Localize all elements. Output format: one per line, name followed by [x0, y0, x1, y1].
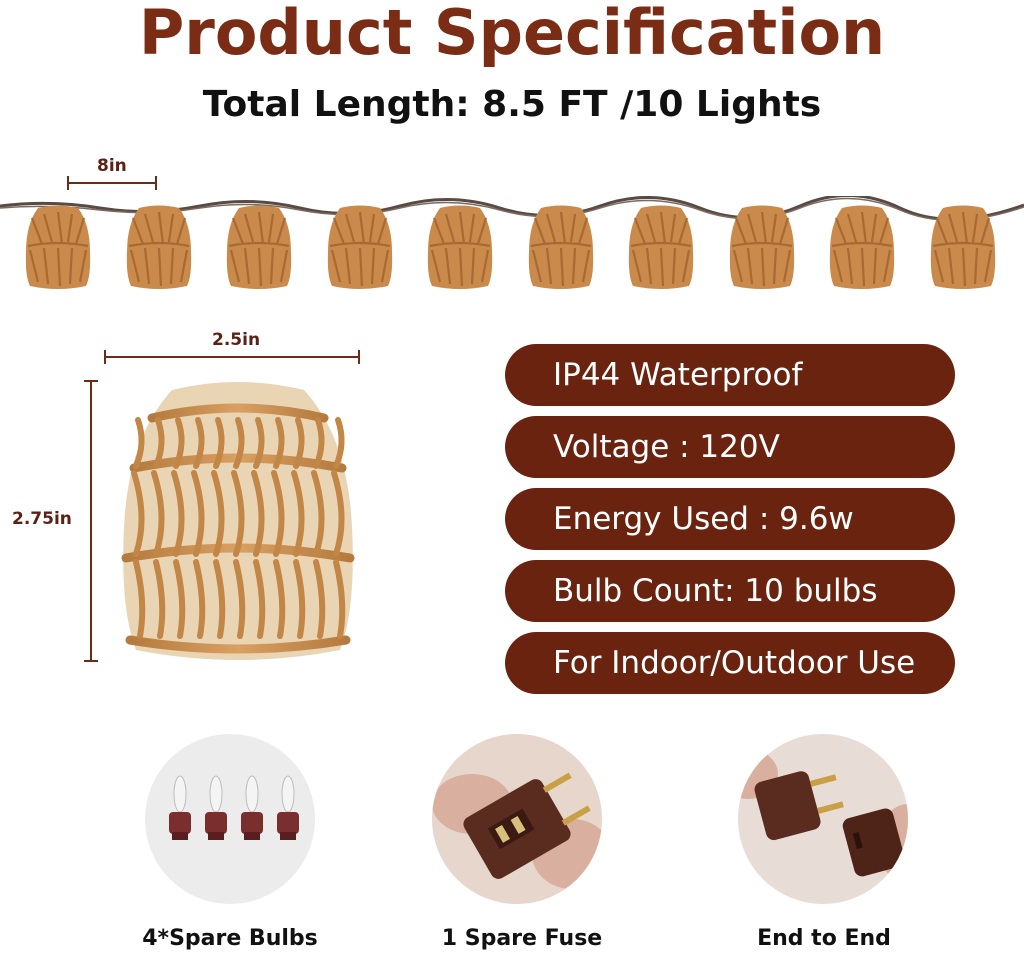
- rattan-light-icon: [528, 205, 593, 289]
- spec-indoor-outdoor: For Indoor/Outdoor Use: [505, 632, 955, 694]
- shade-height-label: 2.75in: [12, 509, 72, 529]
- shade-width-dimension-line: [104, 350, 360, 364]
- accessory-label-spare-bulbs: 4*Spare Bulbs: [142, 926, 318, 951]
- accessory-label-end-to-end: End to End: [757, 926, 891, 951]
- rattan-light-icon: [729, 205, 794, 289]
- spec-energy: Energy Used : 9.6w: [505, 488, 955, 550]
- spec-bulb-count: Bulb Count: 10 bulbs: [505, 560, 955, 622]
- rattan-light-icon: [829, 205, 895, 289]
- total-length-subtitle: Total Length: 8.5 FT /10 Lights: [202, 84, 822, 125]
- shade-height-dimension-line: [84, 380, 98, 662]
- rattan-light-icon: [930, 205, 995, 289]
- rattan-light-icon: [126, 205, 191, 289]
- accessory-label-spare-fuse: 1 Spare Fuse: [441, 926, 603, 951]
- shade-width-label: 2.5in: [212, 330, 261, 350]
- rattan-light-icon: [427, 205, 493, 289]
- rattan-light-icon: [226, 205, 292, 289]
- spec-ip44: IP44 Waterproof: [505, 344, 955, 406]
- rattan-light-icon: [25, 205, 91, 289]
- spacing-label: 8in: [97, 156, 127, 176]
- rattan-shade-image: [121, 382, 355, 660]
- spare-bulbs-icon: [145, 734, 315, 904]
- spec-voltage: Voltage : 120V: [505, 416, 955, 478]
- rattan-light-icon: [327, 205, 392, 289]
- rattan-light-icon: [628, 205, 694, 289]
- page-title: Product Specification: [138, 0, 886, 69]
- spacing-dimension-line: [67, 176, 157, 190]
- fuse-plug-icon: [432, 734, 602, 904]
- end-to-end-plug-icon: [738, 734, 908, 904]
